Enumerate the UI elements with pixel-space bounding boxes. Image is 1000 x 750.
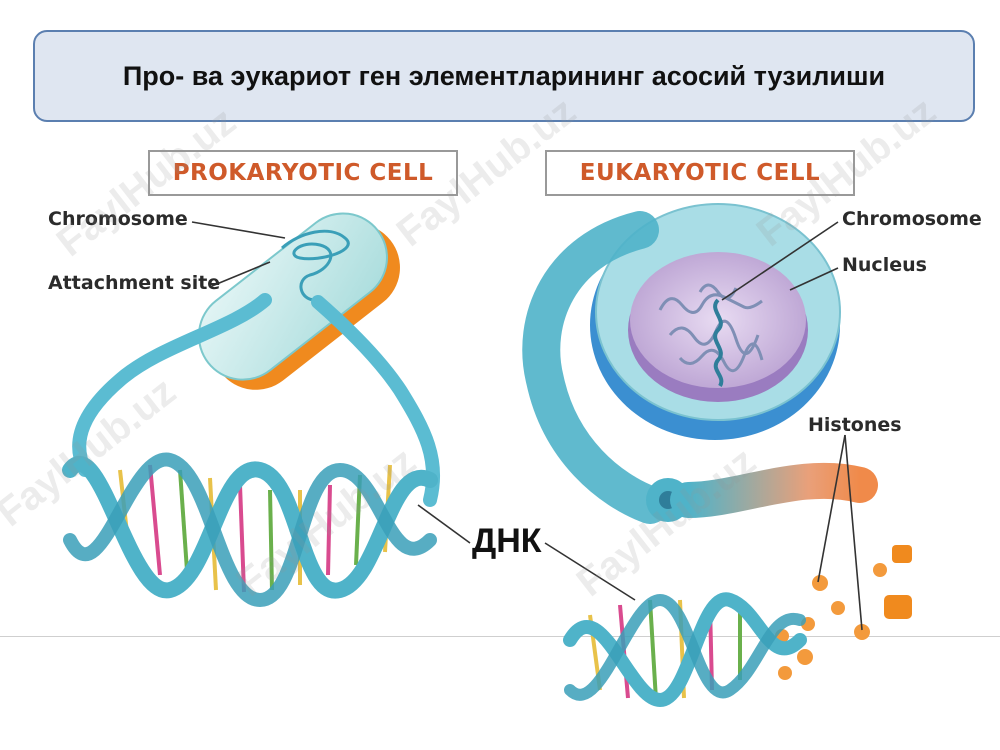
eukaryotic-nucleus	[590, 203, 841, 440]
prokaryotic-cell-heading: PROKARYOTIC CELL	[148, 150, 458, 196]
diagram-panel	[0, 124, 1000, 637]
label-leader-lines	[191, 221, 863, 631]
prokaryotic-dna-ribbon	[72, 293, 272, 477]
prokaryotic-chromosome	[281, 229, 350, 302]
eukaryotic-dna-helix	[563, 592, 807, 708]
histone-beads	[775, 545, 912, 680]
nucleus-label: Nucleus	[842, 254, 927, 276]
eukaryotic-chromosome-label: Chromosome	[842, 208, 982, 230]
prokaryotic-chromosome-label: Chromosome	[48, 208, 188, 230]
attachment-site-label: Attachment site	[48, 272, 221, 294]
eukaryotic-cell-heading: EUKARYOTIC CELL	[545, 150, 855, 196]
eukaryotic-chromatin-fiber	[522, 211, 669, 524]
slide-title: Про- ва эукариот ген элементларининг асо…	[33, 30, 975, 122]
prokaryotic-dna-helix	[62, 452, 438, 608]
histones-label: Histones	[808, 414, 902, 436]
dna-label: ДНК	[472, 522, 542, 560]
prokaryotic-cell-body	[197, 212, 400, 390]
